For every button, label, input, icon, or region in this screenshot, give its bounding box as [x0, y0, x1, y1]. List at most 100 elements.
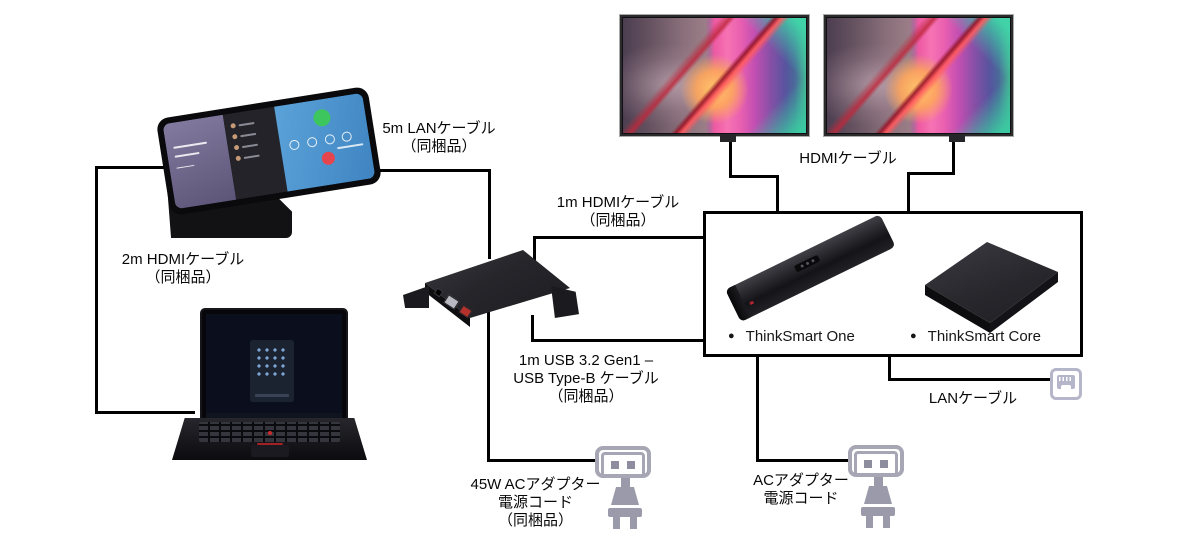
thinksmart-touch-controller: [150, 85, 390, 242]
cable-line-monitor1: [776, 175, 779, 213]
plug-neck: [873, 477, 883, 486]
label-line: （同梱品）: [580, 212, 656, 229]
label-line: USB Type-B ケーブル: [513, 370, 659, 387]
thinksmart-one-label: ThinkSmart One: [745, 328, 855, 345]
cable-line-2m-hdmi: [95, 166, 187, 169]
bullet-icon: ●: [728, 330, 735, 342]
answer-call-icon: [312, 108, 333, 128]
label-line: ACアダプター: [753, 472, 849, 489]
monitor-display-1: [620, 15, 809, 142]
call-control-icon: [341, 131, 353, 143]
laptop-screen: [200, 308, 348, 424]
cable-line-1m-hdmi: [533, 236, 536, 262]
label-line: HDMIケーブル: [799, 150, 897, 167]
label-line: 5m LANケーブル: [382, 120, 496, 137]
laptop-display: [206, 314, 342, 418]
power-outlet-plug-icon: [595, 446, 651, 529]
participant-row: [233, 139, 276, 151]
label-cable-lan: LANケーブル: [918, 390, 1028, 408]
cable-line-monitor2: [952, 141, 955, 175]
plug-icon: [608, 478, 642, 529]
cable-line-ac-power: [756, 354, 759, 462]
lan-port-icon: [1050, 368, 1082, 400]
label-ac-adapter: ACアダプター 電源コード: [742, 472, 860, 508]
participant-row: [231, 128, 275, 140]
label-line: 電源コード: [763, 490, 839, 507]
cable-line-1m-usb: [531, 315, 534, 342]
rj45-jack: [1057, 375, 1075, 390]
participant-row: [229, 117, 273, 129]
label-line: （同梱品）: [548, 388, 624, 405]
outlet-icon: [848, 445, 904, 477]
outlet-hole: [864, 460, 872, 468]
outlet-icon: [595, 446, 651, 478]
cable-line-5m-lan: [488, 169, 491, 259]
label-cable-hdmi-displays: HDMIケーブル: [793, 150, 903, 168]
tablet-screen: [162, 92, 376, 210]
rj45-pins: [1059, 377, 1073, 381]
cable-line-monitor1: [729, 175, 779, 178]
tablet-screen-call-panel: [274, 92, 376, 192]
monitor-screen-art: [623, 18, 806, 133]
thinksmart-one-controller-hub: [403, 244, 579, 330]
cable-line-1m-usb: [531, 339, 705, 342]
label-cable-5m-lan: 5m LANケーブル （同梱品）: [368, 120, 510, 156]
cable-line-2m-hdmi: [95, 166, 98, 414]
plug-head: [861, 507, 895, 516]
power-outlet-plug-icon: [848, 445, 904, 528]
cable-line-45w-power: [487, 310, 490, 462]
cable-line-monitor2: [907, 172, 955, 175]
label-line: 1m HDMIケーブル: [556, 194, 680, 211]
label-45w-ac-adapter: 45W ACアダプター 電源コード （同梱品）: [458, 476, 613, 530]
label-cable-1m-hdmi: 1m HDMIケーブル （同梱品）: [545, 194, 691, 230]
taskbar: [206, 413, 342, 418]
cable-line-2m-hdmi: [95, 411, 195, 414]
label-cable-1m-usb: 1m USB 3.2 Gen1 – USB Type-B ケーブル （同梱品）: [500, 352, 672, 406]
label-line: 電源コード: [497, 494, 573, 511]
monitor-screen-art: [827, 18, 1010, 133]
plug-body: [864, 486, 892, 504]
plug-prongs: [613, 517, 637, 529]
thinksmart-core-device: [922, 240, 1064, 336]
cable-line-45w-power: [487, 459, 595, 462]
thinksmart-one-label-row: ● ThinkSmart One: [728, 328, 855, 345]
plug-body: [611, 487, 639, 505]
screen-detail: [337, 143, 364, 150]
rj45-notch: [1061, 385, 1071, 390]
cable-line-5m-lan: [355, 169, 491, 172]
start-menu: [250, 340, 294, 402]
cable-line-monitor1: [729, 141, 732, 178]
plug-neck: [620, 478, 630, 487]
menu-footer: [255, 394, 289, 397]
label-cable-2m-hdmi: 2m HDMIケーブル （同梱品）: [108, 251, 258, 287]
end-call-icon: [321, 151, 337, 167]
touchpad-buttons: [257, 443, 283, 445]
outlet-face: [854, 451, 898, 477]
cable-line-lan: [888, 354, 891, 381]
cable-line-monitor2: [907, 172, 910, 213]
cable-line-1m-hdmi: [533, 236, 705, 239]
label-line: （同梱品）: [497, 512, 573, 529]
monitor-stand: [720, 134, 736, 142]
call-control-icon: [306, 136, 318, 149]
label-line: （同梱品）: [401, 138, 477, 155]
cable-line-ac-power: [756, 459, 850, 462]
call-control-icon: [288, 139, 301, 151]
app-grid: [255, 346, 289, 380]
label-line: 45W ACアダプター: [470, 476, 601, 493]
monitor-stand: [949, 134, 965, 142]
participant-row: [235, 150, 278, 162]
label-line: 2m HDMIケーブル: [121, 251, 245, 268]
trackpoint: [268, 431, 272, 435]
plug-prongs: [866, 516, 890, 528]
monitor-display-2: [824, 15, 1013, 142]
hub-mount-flange: [551, 286, 579, 318]
status-led: [749, 300, 755, 306]
camera-array: [793, 254, 821, 273]
outlet-face: [601, 452, 645, 478]
bullet-icon: ●: [910, 330, 917, 342]
outlet-hole: [627, 461, 635, 469]
call-control-icon: [323, 133, 336, 146]
plug-icon: [861, 477, 895, 528]
